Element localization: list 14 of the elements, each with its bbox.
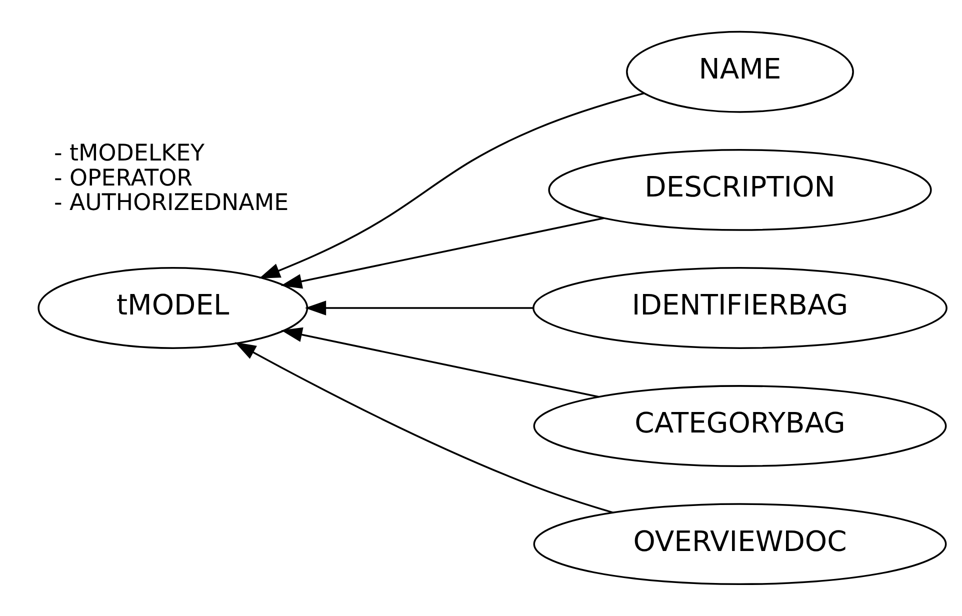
- node-ellipse: DESCRIPTION: [548, 148, 932, 231]
- node-ellipse: IDENTIFIERBAG: [532, 267, 948, 349]
- arrow: [234, 342, 614, 514]
- arrow: [280, 217, 604, 289]
- label: - AUTHORIZEDNAME: [54, 190, 289, 216]
- node-ellipse: tMODEL: [38, 267, 308, 349]
- node-ellipse: OVERVIEWDOC: [533, 503, 947, 586]
- arrow: [259, 92, 644, 278]
- arrow: [281, 327, 600, 398]
- label: - OPERATOR: [54, 165, 193, 192]
- node-ellipse: CATEGORYBAG: [533, 385, 947, 468]
- node-ellipse: NAME: [626, 30, 854, 113]
- label: - tMODELKEY: [54, 140, 205, 167]
- arrow: [304, 300, 534, 316]
